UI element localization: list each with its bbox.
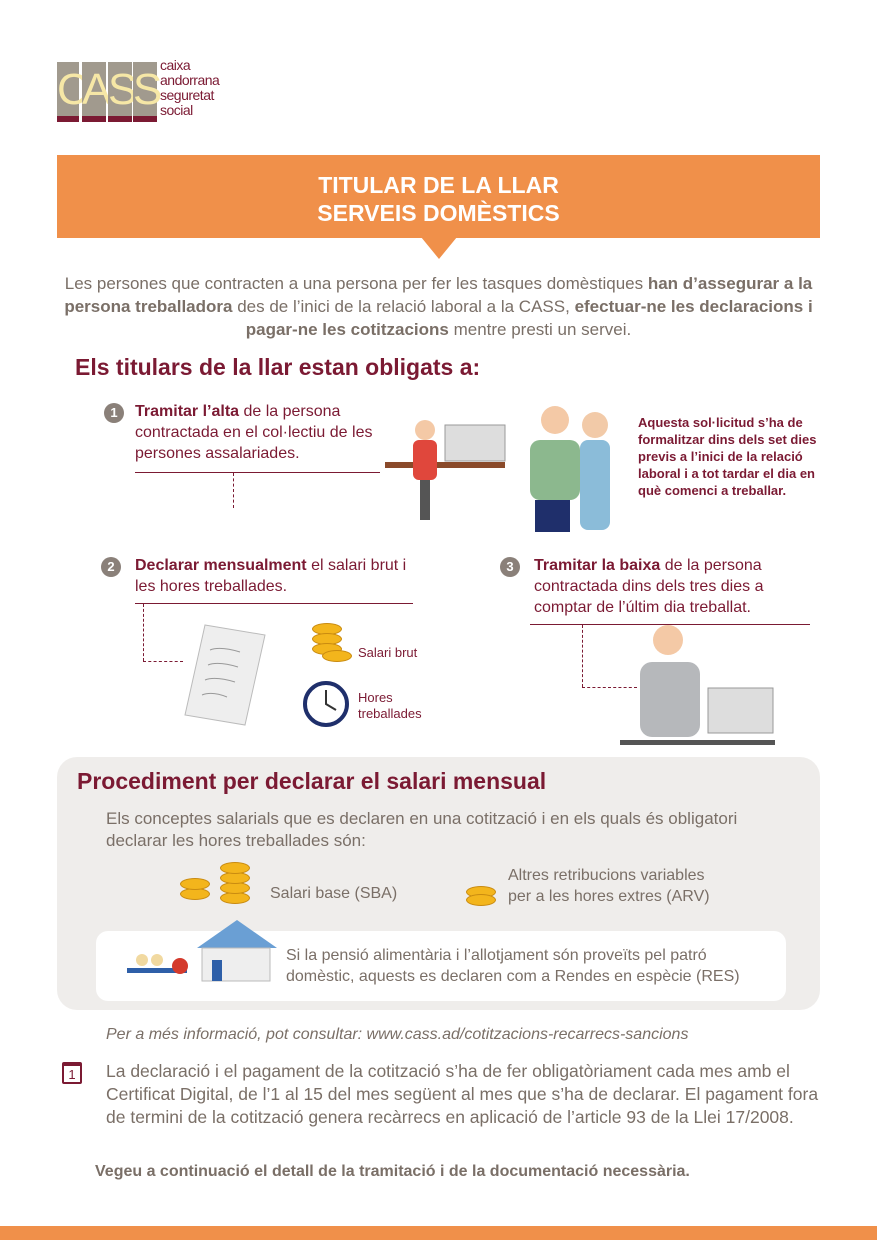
divider [135, 472, 380, 473]
title-line-2: SERVEIS DOMÈSTICS [317, 200, 560, 226]
step-text: de la persona contractada en el col·lect… [135, 403, 373, 462]
logo-letter: S [133, 62, 162, 122]
logo-line: seguretat [160, 87, 214, 103]
step-1: Tramitar l’alta de la persona contractad… [135, 401, 380, 464]
logo-letter: C [57, 62, 89, 122]
connector [582, 625, 583, 687]
hores-label: Hores treballades [358, 690, 422, 721]
document-icon [184, 624, 266, 726]
divider [530, 624, 810, 625]
sba-label: Salari base (SBA) [270, 885, 398, 902]
office-people-illustration [385, 406, 610, 532]
footer-bar [0, 1226, 877, 1240]
man-computer-illustration [620, 625, 775, 745]
res-text: Si la pensió alimentària i l’allotjament… [286, 947, 740, 985]
intro-text: mentre presti un servei. [448, 320, 632, 339]
obligations-title: Els titulars de la llar estan obligats a… [75, 354, 481, 380]
intro-bold: han d’assegurar a la persona treballador… [64, 274, 813, 316]
connector [233, 473, 234, 508]
step-number: 1 [104, 403, 124, 423]
connector [143, 604, 144, 661]
salari-brut-label: Salari brut [358, 645, 418, 660]
intro-text: des de l’inici de la relació laboral a l… [232, 297, 575, 316]
logo-letter: S [108, 62, 137, 122]
clock-icon [303, 681, 349, 727]
intro-text: Les persones que contracten a una person… [64, 274, 648, 293]
logo-line: social [160, 102, 193, 118]
intro-bold: efectuar-ne les declaracions i pagar-ne … [245, 297, 813, 339]
banner-arrow [421, 237, 457, 259]
step-2: Declarar mensualment el salari brut i le… [135, 555, 415, 597]
payment-note: La declaració i el pagament de la cotitz… [106, 1061, 819, 1127]
title-line-1: TITULAR DE LA LLAR [318, 172, 559, 198]
title-banner: TITULAR DE LA LLAR SERVEIS DOMÈSTICS [57, 155, 820, 238]
step-number: 2 [101, 557, 121, 577]
step-text: de la persona contractada dins dels tres… [534, 557, 764, 616]
calendar-icon: 1 [62, 1062, 82, 1084]
divider [135, 603, 413, 604]
procedure-title: Procediment per declarar el salari mensu… [77, 768, 547, 794]
arv-label: Altres retribucions variables per a les … [508, 867, 710, 905]
connector [582, 687, 637, 688]
step-number: 3 [500, 557, 520, 577]
step-3: Tramitar la baixa de la persona contract… [534, 555, 809, 618]
logo-text: caixa andorrana seguretat social [160, 57, 220, 118]
step-bold: Tramitar l’alta [135, 403, 240, 420]
step-text: el salari brut i les hores treballades. [135, 557, 407, 595]
logo-line: caixa [160, 57, 191, 73]
connector [143, 661, 183, 662]
intro-paragraph: Les persones que contracten a una person… [60, 272, 817, 341]
food-house-icon [127, 920, 277, 982]
closing-note: Vegeu a continuació el detall de la tram… [95, 1163, 690, 1180]
logo-letter: A [82, 62, 111, 122]
more-info-link[interactable]: Per a més informació, pot consultar: www… [106, 1026, 689, 1043]
step-bold: Tramitar la baixa [534, 557, 661, 574]
step-bold: Declarar mensualment [135, 557, 307, 574]
procedure-intro: Els conceptes salarials que es declaren … [106, 809, 738, 850]
logo-line: andorrana [160, 72, 220, 88]
registration-deadline-note: Aquesta sol·licitud s’ha de formalitzar … [638, 415, 817, 498]
